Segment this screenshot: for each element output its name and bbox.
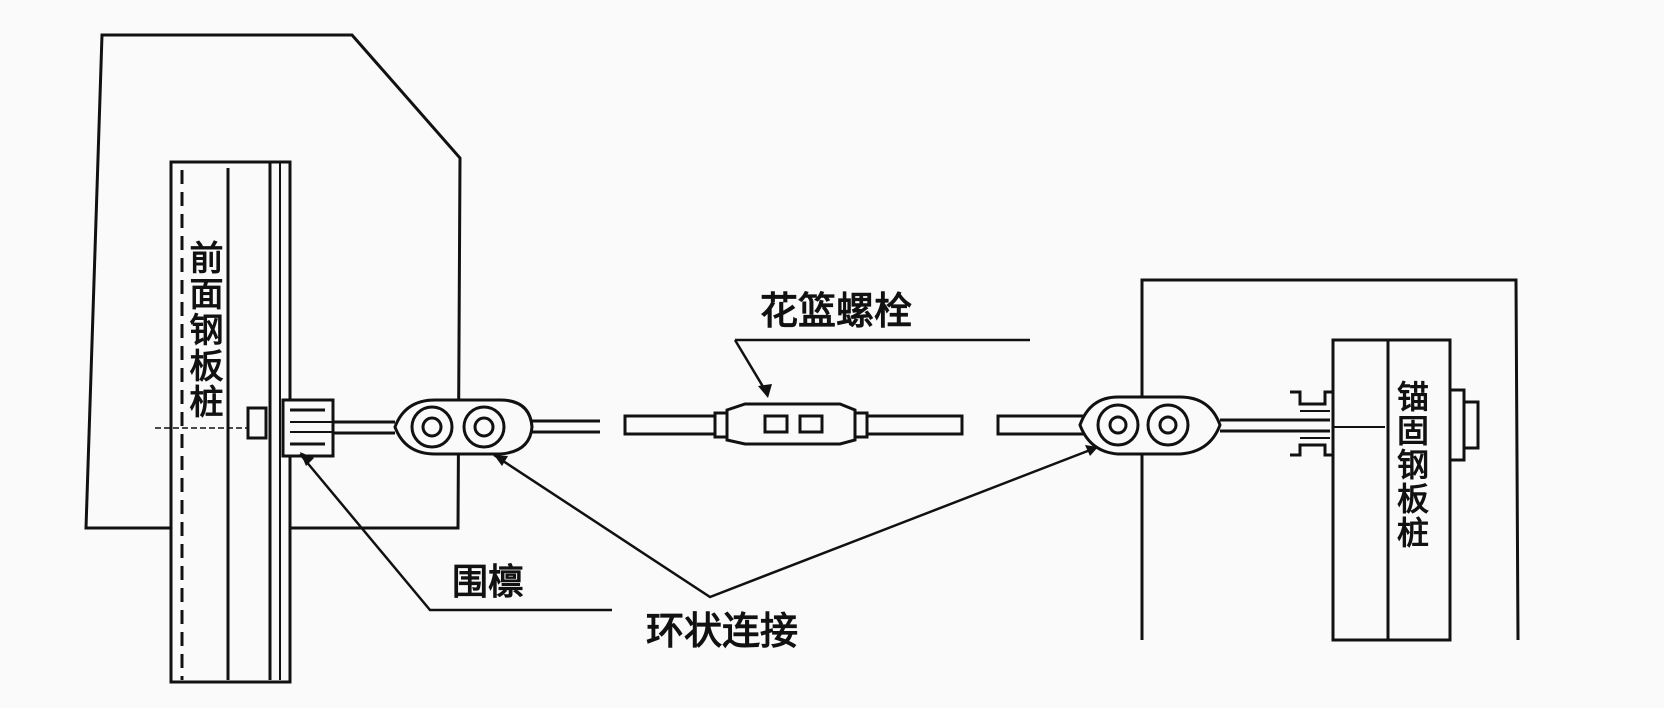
right-soil-block (1140, 278, 1520, 641)
waling-label: 围檩 (452, 562, 525, 603)
waling-bracket-right (1290, 390, 1333, 457)
turnbuckle (713, 402, 869, 446)
anchor-sheet-pile-label: 锚固钢板桩 (1392, 380, 1430, 550)
ring-connection-leader (493, 445, 1099, 599)
ring-connector-right (1078, 395, 1222, 456)
left-soil-block (84, 33, 462, 530)
front-sheet-pile-label: 前面钢板桩 (183, 240, 223, 420)
anchor-sheet-pile (1331, 338, 1452, 642)
ring-connector-left (393, 398, 534, 456)
turnbuckle-label: 花篮螺栓 (760, 289, 913, 333)
ring-connection-label: 环状连接 (646, 609, 799, 653)
waling-leader (299, 453, 612, 612)
